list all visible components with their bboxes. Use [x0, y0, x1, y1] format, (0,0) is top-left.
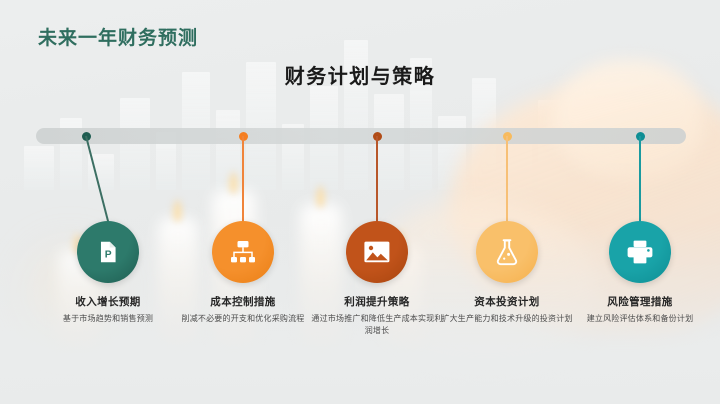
timeline-icon-bubble-4[interactable] [476, 221, 538, 283]
timeline-connector-3 [376, 136, 378, 223]
timeline-icon-bubble-2[interactable] [212, 221, 274, 283]
page-title: 财务计划与策略 [284, 66, 436, 88]
timeline-caption-2: 成本控制措施削减不必要的开支和优化采购流程 [177, 295, 309, 325]
timeline-caption-desc-5: 建立风险评估体系和备份计划 [586, 314, 694, 323]
timeline-caption-desc-3: 通过市场推广和降低生产成本实现利润增长 [311, 314, 443, 335]
flask-icon [494, 238, 520, 266]
printer-icon [626, 239, 654, 265]
document-p-icon: P [95, 239, 121, 265]
timeline-caption-title-2: 成本控制措施 [210, 296, 276, 308]
slide-kicker: 未来一年财务预测 [38, 28, 199, 49]
candle-flame-2 [172, 198, 183, 222]
timeline-rail [36, 128, 686, 144]
timeline-caption-desc-2: 削减不必要的开支和优化采购流程 [181, 314, 305, 323]
timeline-connector-1 [85, 135, 110, 224]
timeline-caption-title-3: 利润提升策略 [344, 296, 410, 308]
timeline-connector-4 [506, 136, 508, 223]
timeline-caption-desc-1: 基于市场趋势和销售预测 [62, 314, 154, 323]
timeline-caption-4: 资本投资计划扩大生产能力和技术升级的投资计划 [441, 295, 573, 325]
timeline-caption-title-1: 收入增长预期 [75, 296, 141, 308]
timeline-caption-desc-4: 扩大生产能力和技术升级的投资计划 [441, 314, 573, 323]
timeline-caption-3: 利润提升策略通过市场推广和降低生产成本实现利润增长 [311, 295, 443, 337]
svg-text:P: P [105, 249, 112, 260]
sitemap-icon [229, 239, 257, 265]
timeline-connector-2 [242, 136, 244, 223]
timeline-icon-bubble-3[interactable] [346, 221, 408, 283]
candle-flame-4 [315, 184, 326, 208]
timeline-caption-title-4: 资本投资计划 [474, 296, 540, 308]
timeline-caption-1: 收入增长预期基于市场趋势和销售预测 [42, 295, 174, 325]
timeline-connector-5 [639, 136, 641, 223]
timeline-caption-5: 风险管理措施建立风险评估体系和备份计划 [574, 295, 706, 325]
timeline-icon-bubble-1[interactable]: P [77, 221, 139, 283]
image-icon [363, 240, 391, 264]
timeline-caption-title-5: 风险管理措施 [607, 296, 673, 308]
candle-flame-3 [228, 170, 239, 194]
candle-2 [158, 218, 198, 346]
timeline-icon-bubble-5[interactable] [609, 221, 671, 283]
chair-shape-base [370, 200, 600, 370]
